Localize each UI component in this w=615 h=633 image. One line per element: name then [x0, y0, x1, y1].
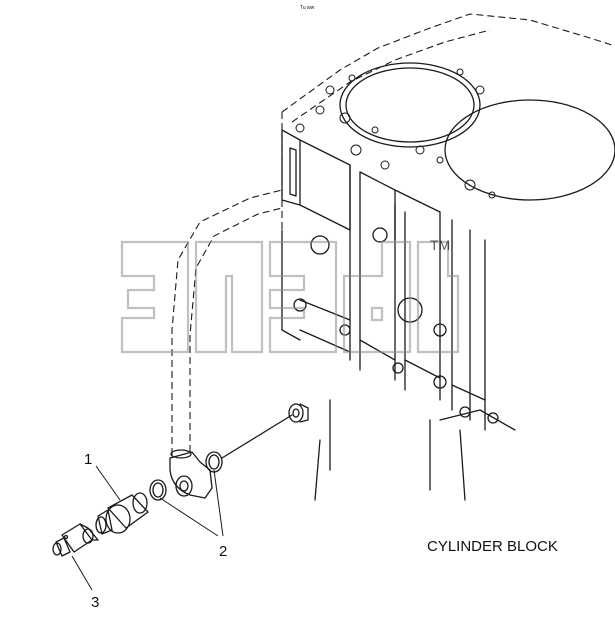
washer-lower	[149, 479, 167, 501]
watermark-logo: TM	[120, 237, 460, 354]
header-tiny-text: Tu ww	[300, 5, 315, 11]
diagram-caption: CYLINDER BLOCK	[427, 538, 558, 555]
assembly-centerline	[221, 414, 293, 459]
block-port-boss	[288, 403, 309, 423]
elbow-fitting	[169, 449, 213, 499]
oil-tube-phantom	[171, 189, 283, 455]
cylinder-block	[281, 13, 615, 501]
leader-line-1	[95, 465, 121, 501]
cylinder-bore-1	[339, 62, 481, 148]
oil-pressure-sensor	[52, 523, 99, 557]
callout-3: 3	[91, 594, 99, 611]
leader-line-2	[159, 469, 224, 537]
callout-2: 2	[219, 543, 227, 560]
watermark-trademark: TM	[430, 237, 450, 253]
adapter-body	[95, 492, 149, 535]
cylinder-bore-2	[444, 99, 615, 201]
callout-1: 1	[84, 451, 92, 468]
leader-line-3	[71, 555, 93, 591]
washer-upper	[205, 451, 223, 473]
